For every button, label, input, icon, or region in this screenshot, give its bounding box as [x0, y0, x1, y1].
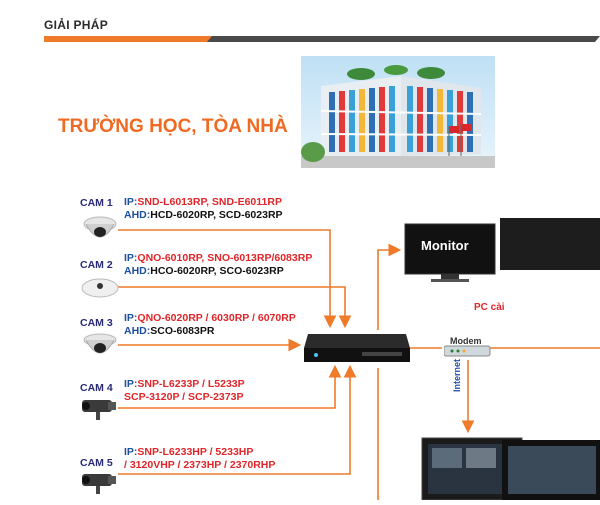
- ahd-prefix: AHD:: [124, 265, 151, 277]
- pc-screen-icon: [500, 218, 600, 270]
- laptop-icon: [418, 434, 600, 505]
- ip-prefix: IP:: [124, 196, 138, 208]
- modem-icon: [443, 344, 492, 363]
- ahd-models: HCO-6020RP, SCO-6023RP: [150, 265, 284, 277]
- bullet-camera-icon: [78, 396, 118, 426]
- building-photo: [301, 56, 495, 168]
- cam-2-label: CAM 2: [80, 259, 113, 271]
- cam-5-models: IP:SNP-L6233HP / 5233HP / 3120VHP / 2373…: [124, 446, 275, 472]
- ip-prefix: IP:: [124, 378, 138, 390]
- cam-1-models: IP:SND-L6013RP, SND-E6011RP AHD:HCD-6020…: [124, 196, 283, 222]
- ip-prefix: IP:: [124, 252, 138, 264]
- ahd-prefix: AHD:: [124, 325, 151, 337]
- header-bar-accent: [44, 36, 214, 42]
- modem-label: Modem: [450, 336, 482, 346]
- ip-models: SNP-L6233HP / 5233HP: [137, 446, 254, 458]
- ip-models-line2: SCP-3120P / SCP-2373P: [124, 391, 244, 403]
- cam-3-models: IP:QNO-6020RP / 6030RP / 6070RP AHD:SCO-…: [124, 312, 296, 338]
- ip-models: SND-L6013RP, SND-E6011RP: [137, 196, 282, 208]
- monitor-label: Monitor: [421, 238, 469, 253]
- ahd-prefix: AHD:: [124, 209, 151, 221]
- bullet-camera-icon: [78, 470, 118, 500]
- flat-dome-camera-icon: [80, 274, 120, 304]
- ip-models: QNO-6010RP, SNO-6013RP/6083RP: [137, 252, 313, 264]
- internet-label: Internet: [452, 358, 462, 392]
- page-title: TRƯỜNG HỌC, TÒA NHÀ: [58, 116, 288, 137]
- cam-5-label: CAM 5: [80, 457, 113, 469]
- cam-3-label: CAM 3: [80, 317, 113, 329]
- ip-models-line2: / 3120VHP / 2373HP / 2370RHP: [124, 459, 276, 471]
- cam-1-label: CAM 1: [80, 197, 113, 209]
- ip-prefix: IP:: [124, 312, 138, 324]
- ip-models: SNP-L6233P / L5233P: [137, 378, 245, 390]
- cam-2-models: IP:QNO-6010RP, SNO-6013RP/6083RP AHD:HCO…: [124, 252, 312, 278]
- ahd-models: SCO-6083PR: [150, 325, 215, 337]
- pc-label: PC cài: [474, 302, 505, 313]
- ip-models: QNO-6020RP / 6030RP / 6070RP: [137, 312, 296, 324]
- dome-camera-icon: [80, 214, 120, 244]
- monitor-icon: [403, 222, 498, 289]
- cam-4-models: IP:SNP-L6233P / L5233P SCP-3120P / SCP-2…: [124, 378, 245, 404]
- nvr-recorder-icon: [302, 330, 412, 371]
- section-label: GIẢI PHÁP: [44, 18, 109, 32]
- ahd-models: HCD-6020RP, SCD-6023RP: [150, 209, 283, 221]
- ip-prefix: IP:: [124, 446, 138, 458]
- cam-4-label: CAM 4: [80, 382, 113, 394]
- dome-camera-icon: [80, 332, 120, 362]
